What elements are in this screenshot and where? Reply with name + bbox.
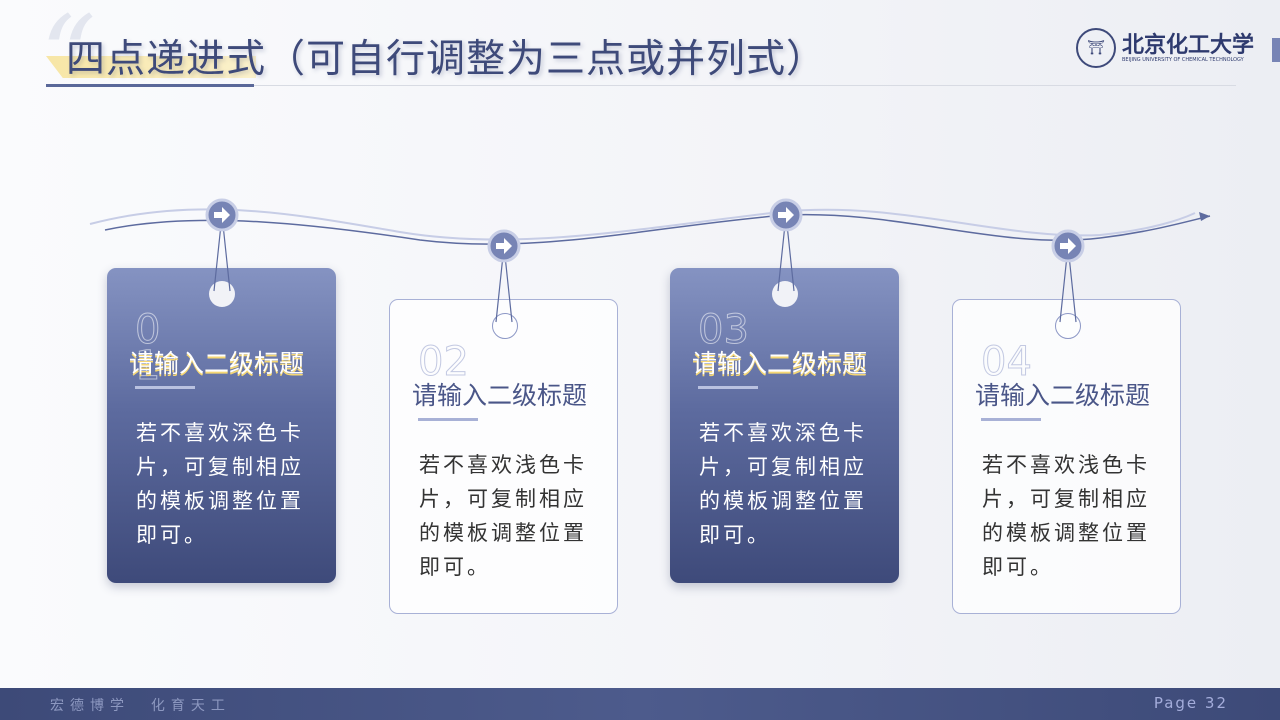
title-highlight <box>46 56 256 78</box>
side-tab <box>1272 38 1280 62</box>
footer-motto: 宏德博学 化育天工 <box>50 698 231 714</box>
card-divider <box>135 386 195 389</box>
card-body: 若不喜欢深色卡片，可复制相应的模板调整位置即可。 <box>136 421 304 547</box>
pin-arrow-icon-1 <box>205 198 239 232</box>
header-divider-accent <box>46 84 254 87</box>
logo-text-en: BEIJING UNIVERSITY OF CHEMICAL TECHNOLOG… <box>1122 57 1244 63</box>
timeline-line <box>104 213 1211 245</box>
university-logo: ⛩ 北京化工大学 BEIJING UNIVERSITY OF CHEMICAL … <box>1076 28 1254 68</box>
card-divider <box>698 386 758 389</box>
card-2: 02 请输入二级标题 若不喜欢浅色卡片，可复制相应的模板调整位置即可。 <box>389 299 618 614</box>
hanging-hole <box>209 281 235 307</box>
pin-arrow-icon-4 <box>1051 229 1085 263</box>
pin-arrow-icon-2 <box>487 229 521 263</box>
card-divider <box>981 418 1041 421</box>
pin-arrow-icon-3 <box>769 198 803 232</box>
page-number: Page 32 <box>1153 694 1228 712</box>
card-4: 04 请输入二级标题 若不喜欢浅色卡片，可复制相应的模板调整位置即可。 <box>952 299 1181 614</box>
card-body: 若不喜欢浅色卡片，可复制相应的模板调整位置即可。 <box>982 453 1150 579</box>
page-title: 四点递进式（可自行调整为三点或并列式） <box>66 37 827 82</box>
card-body: 若不喜欢深色卡片，可复制相应的模板调整位置即可。 <box>699 421 867 547</box>
card-title: 请输入二级标题 <box>412 381 588 410</box>
footer-bar: 宏德博学 化育天工 Page 32 <box>0 688 1280 720</box>
card-body: 若不喜欢浅色卡片，可复制相应的模板调整位置即可。 <box>419 453 587 579</box>
university-seal-icon: ⛩ <box>1076 28 1116 68</box>
card-number: 04 <box>981 339 1033 385</box>
card-title: 请输入二级标题 <box>129 349 305 378</box>
header-divider <box>46 85 1236 86</box>
timeline-arrowhead <box>1199 212 1210 221</box>
card-divider <box>418 418 478 421</box>
card-number: 03 <box>698 307 750 353</box>
card-title: 请输入二级标题 <box>692 349 868 378</box>
logo-text-cn: 北京化工大学 <box>1122 32 1255 58</box>
card-1: 01 请输入二级标题 若不喜欢深色卡片，可复制相应的模板调整位置即可。 <box>107 268 336 583</box>
card-number: 02 <box>418 339 470 385</box>
card-number: 01 <box>135 307 161 389</box>
hanging-hole <box>1055 313 1081 339</box>
card-title: 请输入二级标题 <box>975 381 1151 410</box>
